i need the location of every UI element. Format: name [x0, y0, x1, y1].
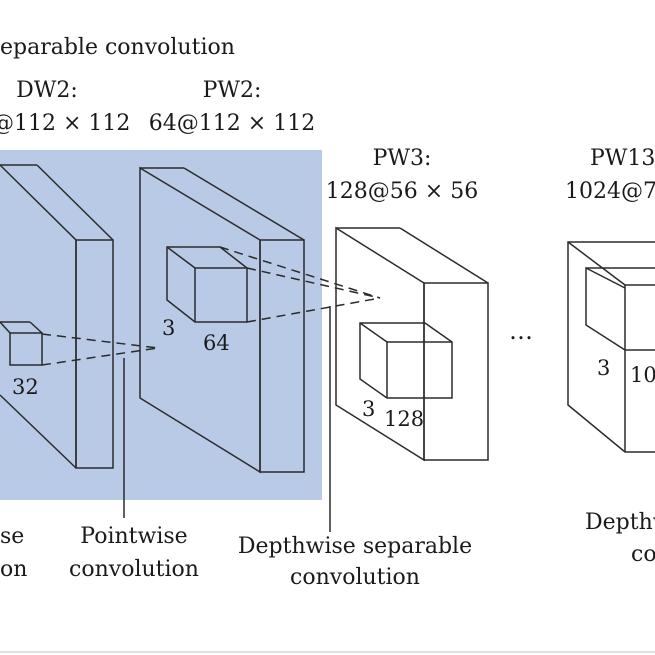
right-caption-line2: co	[631, 542, 655, 567]
pw2-name: PW2:	[202, 78, 262, 103]
dw2-dims: @112 × 112	[0, 111, 131, 136]
pw2-channels-label: 64	[203, 331, 230, 355]
pw2-dims: 64@112 × 112	[148, 111, 316, 136]
pw3-kernel-cube	[359, 322, 453, 399]
pw13-dims: 1024@7	[565, 179, 655, 204]
dsc-caption-line2: convolution	[290, 565, 420, 590]
pw3-dims: 128@56 × 56	[325, 179, 479, 204]
diagram-title: eparable convolution	[0, 35, 235, 60]
pw2-block	[139, 166, 305, 474]
pw2-size-label: 3	[162, 316, 176, 340]
pointwise-caption-line2: convolution	[69, 557, 199, 582]
pw3-channels-label: 128	[384, 407, 425, 431]
dsc-caption-line1: Depthwise separable	[237, 534, 473, 559]
bottom-divider	[0, 651, 655, 653]
pw13-size-label: 3	[597, 356, 611, 380]
layer-ellipsis: …	[509, 317, 533, 345]
pw3-block	[335, 226, 489, 462]
pw13-kernel-cube	[585, 267, 655, 351]
pointwise-caption-line1: Pointwise	[80, 524, 188, 549]
dw2-channels-label: 32	[12, 375, 39, 399]
pw13-channels-label: 10	[630, 363, 655, 387]
left-caption-line2: on	[0, 557, 28, 582]
pw2-projection-lines	[219, 246, 381, 323]
highlight-region	[0, 150, 322, 500]
pw3-name: PW3:	[372, 146, 432, 171]
dw2-name: DW2:	[16, 78, 78, 103]
pw13-name: PW13	[590, 146, 655, 171]
dw2-block	[0, 164, 114, 469]
dw2-projection-lines	[41, 333, 159, 366]
pw3-size-label: 3	[362, 397, 376, 421]
right-caption-line1: Depthw	[585, 510, 655, 535]
pw13-block	[567, 241, 655, 453]
left-caption-line1: se	[0, 524, 25, 549]
